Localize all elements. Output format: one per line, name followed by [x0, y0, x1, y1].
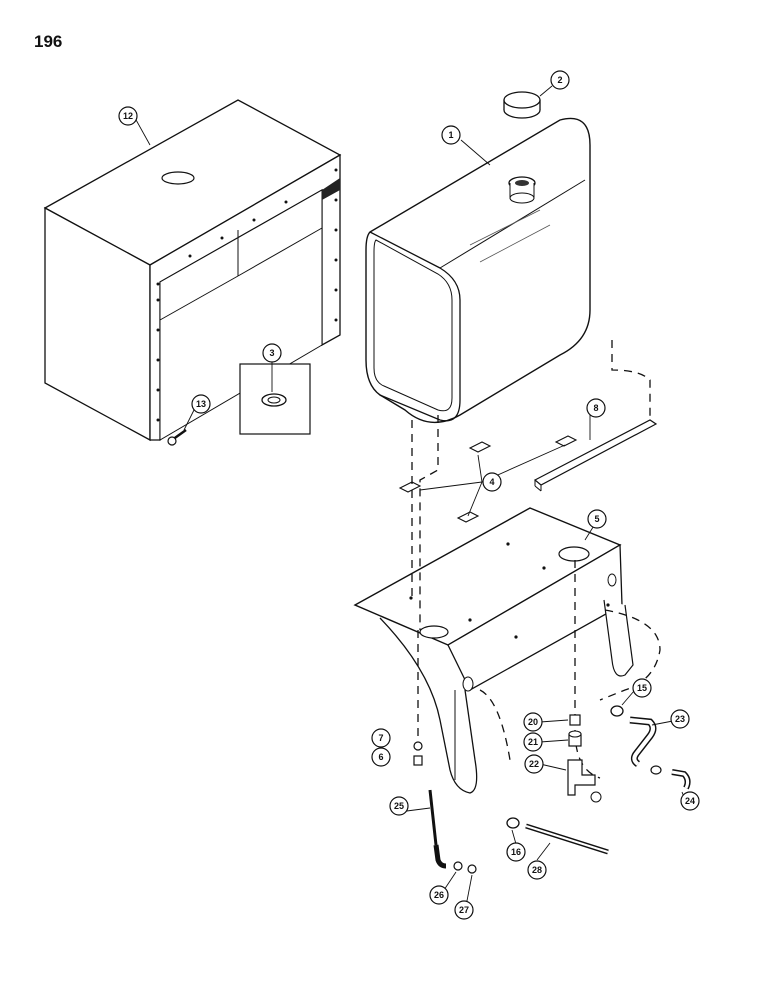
- svg-text:24: 24: [685, 796, 695, 806]
- hose-23: [629, 716, 657, 767]
- svg-text:23: 23: [675, 714, 685, 724]
- washer-7: [413, 741, 423, 751]
- svg-text:2: 2: [557, 75, 562, 85]
- svg-text:6: 6: [378, 752, 383, 762]
- nut-27: [467, 864, 477, 874]
- callout-label-1: 1: [448, 130, 453, 140]
- drain-tube-25: [428, 789, 447, 869]
- callout-16: 16: [506, 842, 526, 862]
- tube-28: [525, 823, 609, 855]
- callout-8: 8: [586, 398, 606, 418]
- tank-support-bracket: [353, 507, 634, 794]
- callout-7: 7: [371, 728, 391, 748]
- nut-15: [610, 705, 624, 717]
- svg-text:27: 27: [459, 905, 469, 915]
- tank-shroud: [43, 99, 342, 442]
- grommet-inset-detail: [239, 363, 311, 435]
- svg-text:20: 20: [528, 717, 538, 727]
- tank-strip: [533, 419, 658, 492]
- svg-text:16: 16: [511, 847, 521, 857]
- callout-27: 27: [454, 900, 474, 920]
- callout-6: 6: [371, 747, 391, 767]
- cover-screw: [167, 428, 187, 446]
- callout-13: 13: [191, 394, 211, 414]
- callout-22: 22: [524, 754, 544, 774]
- tank-pads: [398, 435, 578, 523]
- bolt-6: [413, 755, 423, 766]
- callout-21: 21: [523, 732, 543, 752]
- callout-26: 26: [429, 885, 449, 905]
- fuel-cap: [503, 91, 541, 119]
- svg-text:13: 13: [196, 399, 206, 409]
- callout-1: 1: [441, 125, 461, 145]
- svg-text:5: 5: [594, 514, 599, 524]
- callout-28: 28: [527, 860, 547, 880]
- elbow-24: [650, 765, 691, 790]
- callout-24: 24: [680, 791, 700, 811]
- svg-text:4: 4: [489, 477, 494, 487]
- svg-text:28: 28: [532, 865, 542, 875]
- callout-20: 20: [523, 712, 543, 732]
- callout-4: 4: [482, 472, 502, 492]
- page-number: 196: [34, 32, 63, 51]
- tee-fitting-22: [567, 759, 602, 803]
- svg-text:8: 8: [593, 403, 598, 413]
- nut-26: [453, 861, 463, 871]
- callout-2: 2: [550, 70, 570, 90]
- callout-15: 15: [632, 678, 652, 698]
- svg-text:7: 7: [378, 733, 383, 743]
- fitting-21: [568, 730, 582, 747]
- callout-12: 12: [118, 106, 138, 126]
- fitting-20: [569, 714, 581, 726]
- svg-text:3: 3: [269, 348, 274, 358]
- svg-text:22: 22: [529, 759, 539, 769]
- callout-3: 3: [262, 343, 282, 363]
- fitting-16: [506, 817, 520, 829]
- svg-text:26: 26: [434, 890, 444, 900]
- callout-23: 23: [670, 709, 690, 729]
- callout-25: 25: [389, 796, 409, 816]
- svg-text:25: 25: [394, 801, 404, 811]
- svg-text:15: 15: [637, 683, 647, 693]
- fuel-tank: [365, 117, 591, 423]
- svg-text:21: 21: [528, 737, 538, 747]
- svg-text:12: 12: [123, 111, 133, 121]
- callout-5: 5: [587, 509, 607, 529]
